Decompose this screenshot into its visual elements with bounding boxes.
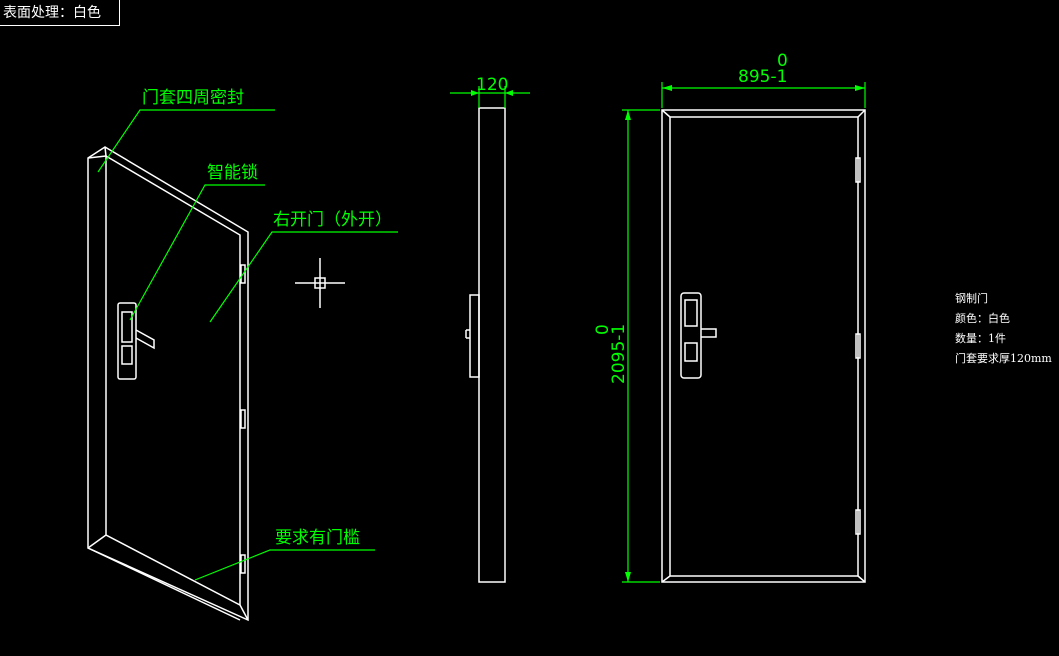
- front-smart-lock: [680, 292, 717, 379]
- front-frame-outer: [661, 109, 866, 583]
- crosshair-cursor: [295, 258, 345, 308]
- callout-smart-lock: 智能锁: [207, 163, 258, 183]
- spec-notes: 钢制门 颜色：白色 数量：1件 门套要求厚120mm: [955, 289, 1052, 369]
- callout-threshold: 要求有门槛: [275, 528, 360, 548]
- front-frame-inner: [669, 116, 859, 577]
- iso-frame-outer: [87, 146, 249, 622]
- iso-hinge-bottom: [240, 554, 246, 574]
- iso-smart-lock: [117, 302, 155, 380]
- spec-quantity: 数量：1件: [955, 332, 1006, 345]
- callout-seal: 门套四周密封: [142, 88, 244, 108]
- annotation-lines: [97, 82, 866, 583]
- spec-name: 钢制门: [955, 292, 988, 305]
- surface-treatment-label: 表面处理：白色: [0, 0, 120, 26]
- spec-frame: 门套要求厚120mm: [955, 352, 1052, 365]
- front-hinge-top: [855, 157, 861, 183]
- dim-height-top: 0: [593, 324, 613, 335]
- iso-frame-inner: [105, 154, 241, 607]
- front-door-view: [661, 109, 866, 583]
- side-door-view: [465, 107, 506, 583]
- iso-hinge-mid: [240, 409, 246, 429]
- dim-thickness: 120: [476, 75, 508, 95]
- dimension-arrows: [471, 85, 865, 582]
- dim-width: 895-1: [738, 67, 787, 87]
- isometric-door: [87, 146, 249, 622]
- dim-width-top: 0: [777, 51, 788, 71]
- dim-height: 2095-1: [609, 324, 629, 384]
- callout-opening: 右开门（外开）: [273, 210, 392, 230]
- spec-color: 颜色：白色: [955, 312, 1010, 325]
- front-hinge-mid: [855, 333, 861, 359]
- iso-hinge-top: [240, 264, 246, 284]
- front-hinge-bottom: [855, 509, 861, 535]
